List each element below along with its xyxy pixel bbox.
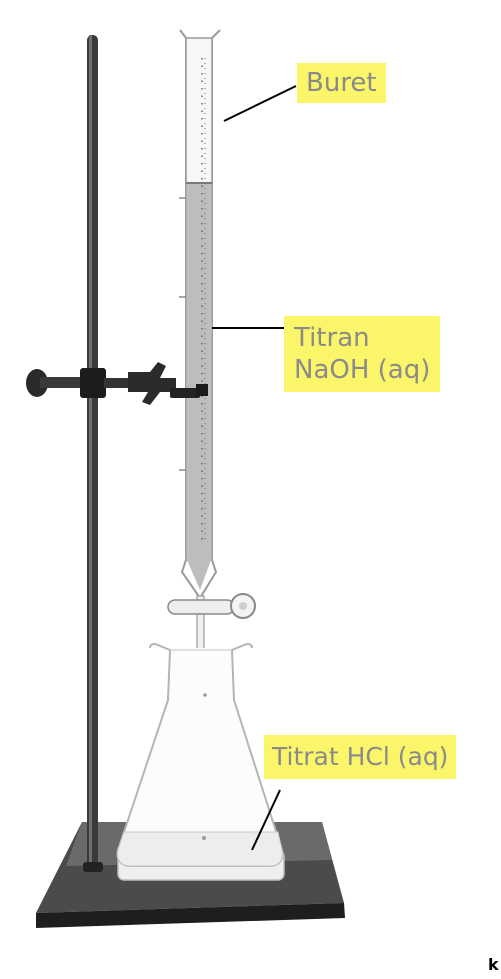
- titrat-label-text: Titrat HCl (aq): [272, 741, 448, 773]
- buret-label: Buret: [297, 63, 386, 103]
- buret-icon: [179, 30, 220, 662]
- titran-label: Titran NaOH (aq): [284, 316, 440, 392]
- stopcock-icon: [168, 594, 255, 618]
- titran-label-line1: Titran: [294, 322, 430, 354]
- titran-label-line2: NaOH (aq): [294, 354, 430, 386]
- buret-clamp-icon: [26, 362, 208, 405]
- buret-leader-line: [224, 86, 296, 121]
- retort-stand-icon: [83, 35, 103, 872]
- erlenmeyer-flask-icon: [118, 644, 283, 866]
- page-corner-mark: k: [488, 955, 499, 974]
- titrat-label: Titrat HCl (aq): [264, 735, 456, 779]
- buret-label-text: Buret: [306, 67, 377, 99]
